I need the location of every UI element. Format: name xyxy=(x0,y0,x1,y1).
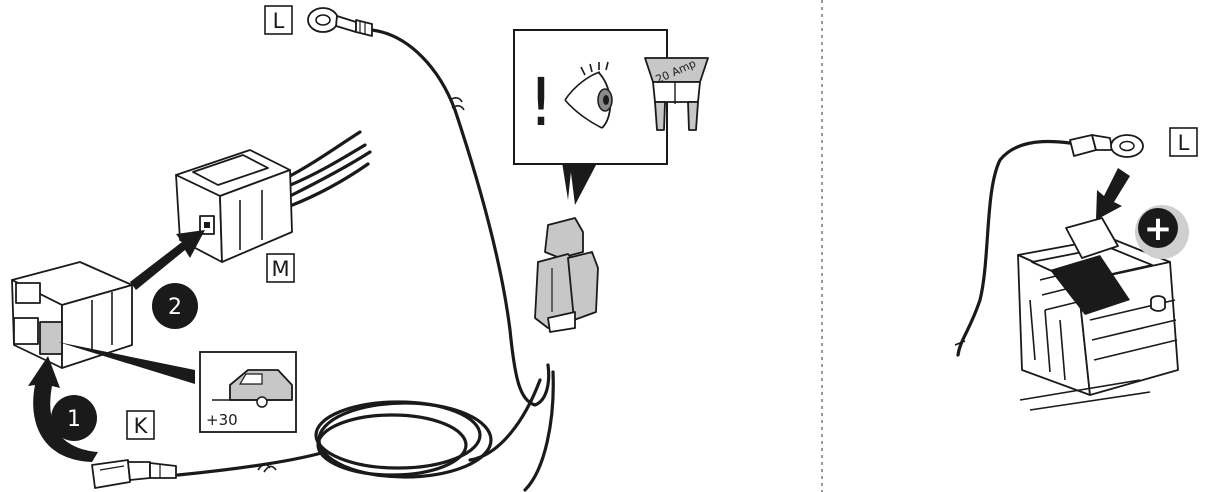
tag-L: L xyxy=(265,6,292,34)
step-1-badge: 1 xyxy=(51,395,97,441)
step-2-badge: 2 xyxy=(152,283,198,329)
battery-icon xyxy=(1018,238,1178,410)
caravan-icon: +30 xyxy=(200,352,296,432)
tag-M-label: M xyxy=(271,257,289,281)
connector-M xyxy=(176,132,370,262)
tag-M: M xyxy=(267,254,294,282)
fuse-holder xyxy=(535,218,598,332)
tag-K: K xyxy=(127,411,154,439)
step-1-label: 1 xyxy=(67,407,81,432)
insert-arrow xyxy=(130,230,205,290)
tag-K-label: K xyxy=(134,414,149,438)
plus-icon: + xyxy=(1135,205,1189,259)
tag-L-battery-label: L xyxy=(1178,131,1190,155)
blade-terminal xyxy=(92,460,176,488)
caravan-voltage-label: +30 xyxy=(206,411,238,429)
ring-terminal-icon xyxy=(1111,135,1143,157)
warning-exclamation: ! xyxy=(528,64,554,141)
warning-panel: ! 20 Amp xyxy=(514,30,708,205)
connect-arrow xyxy=(1096,168,1130,220)
ring-terminal-icon xyxy=(308,8,372,36)
plug-housing xyxy=(12,262,132,368)
tag-L-label: L xyxy=(273,9,285,33)
step-2-label: 2 xyxy=(168,295,182,320)
tag-L-battery: L xyxy=(1170,128,1197,156)
plus-symbol: + xyxy=(1144,209,1173,249)
